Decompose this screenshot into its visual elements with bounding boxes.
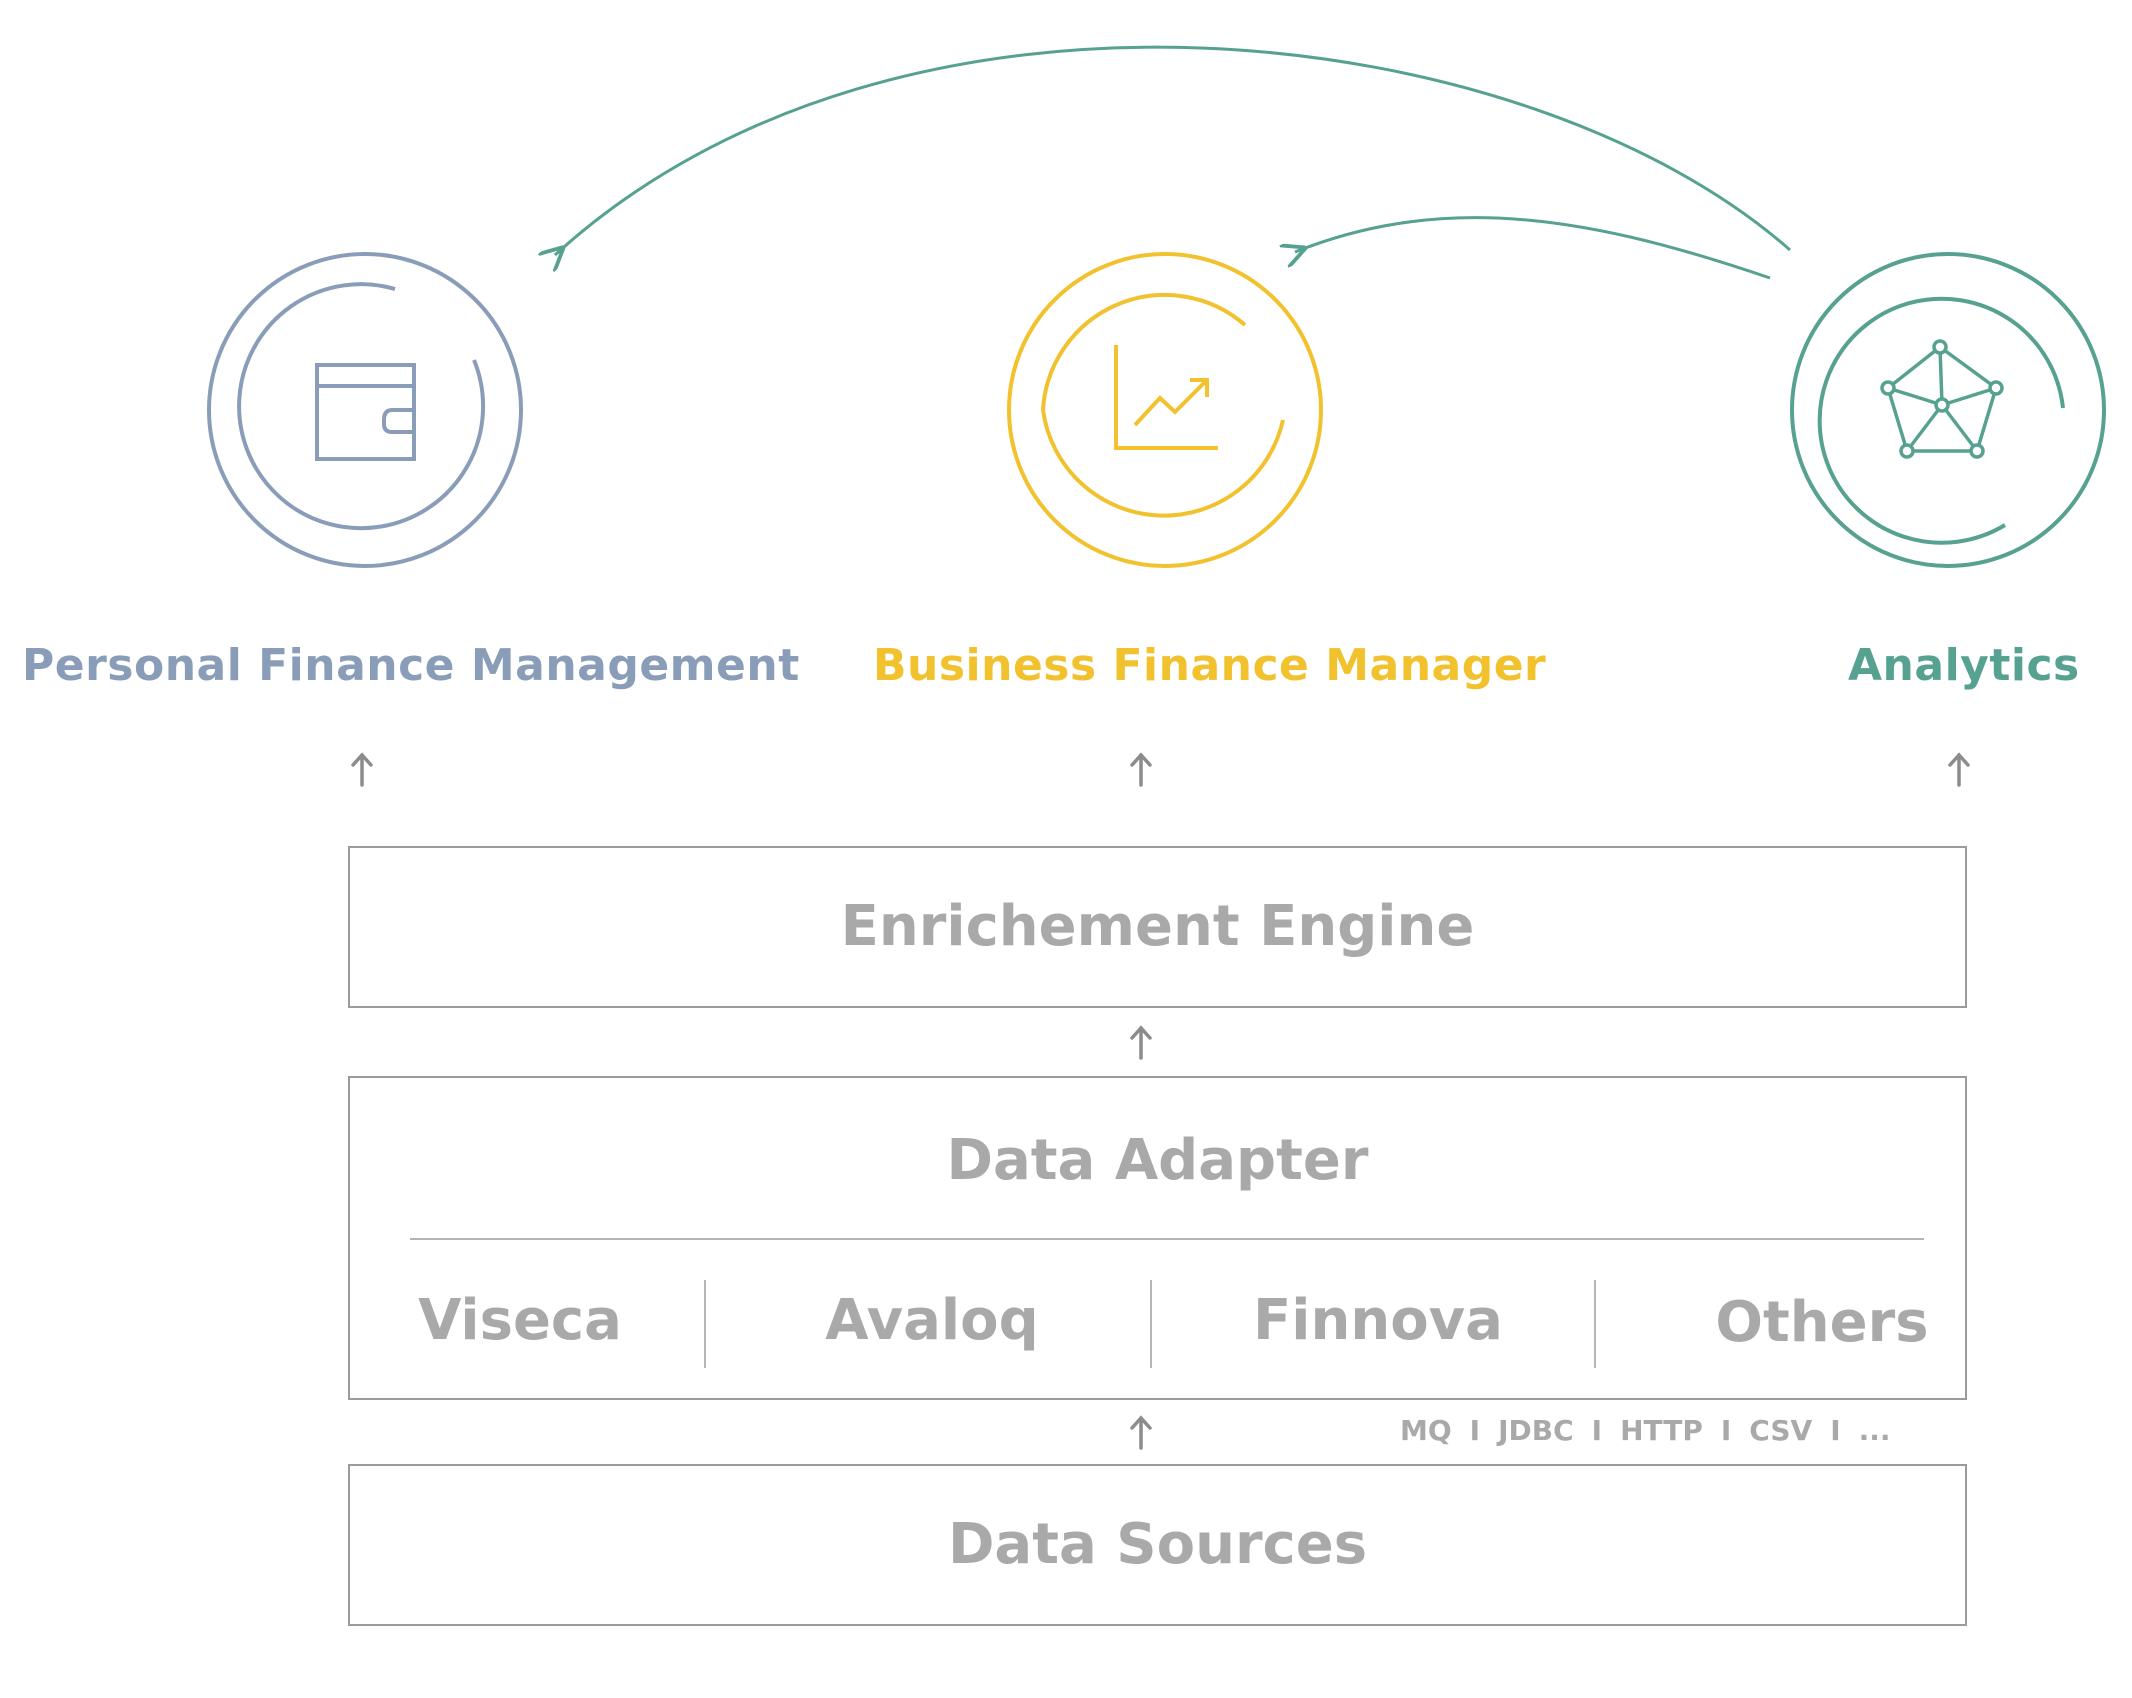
source-others: Others: [1715, 1290, 1929, 1355]
data-sources-box: Data Sources: [348, 1464, 1967, 1626]
source-viseca: Viseca: [418, 1288, 622, 1353]
bfm-circle-icon: [1007, 252, 1323, 568]
data-adapter-divider: [410, 1238, 1924, 1240]
data-adapter-box: Data Adapter Viseca Avaloq Finnova Other…: [348, 1076, 1967, 1400]
source-finnova: Finnova: [1253, 1288, 1503, 1353]
source-separator: [1150, 1280, 1152, 1368]
module-label-bfm: Business Finance Manager: [873, 640, 1547, 691]
wallet-icon: [315, 363, 416, 461]
protocol-http: HTTP: [1620, 1414, 1703, 1447]
protocol-more: ...: [1858, 1414, 1891, 1447]
protocol-jdbc: JDBC: [1498, 1414, 1574, 1447]
module-label-analytics: Analytics: [1848, 640, 2080, 691]
up-arrow-data-sources: [1130, 1415, 1152, 1450]
connector-analytics-to-pfm: [555, 45, 1791, 255]
up-arrow-enrichment: [1130, 1025, 1152, 1060]
up-arrow-pfm: [351, 752, 373, 787]
up-arrow-bfm: [1130, 752, 1152, 787]
up-arrow-analytics: [1948, 752, 1970, 787]
source-separator: [704, 1280, 706, 1368]
source-separator: [1594, 1280, 1596, 1368]
data-sources-title: Data Sources: [947, 1512, 1368, 1577]
source-avaloq: Avaloq: [825, 1288, 1039, 1353]
module-label-pfm: Personal Finance Management: [22, 640, 800, 691]
data-adapter-title: Data Adapter: [946, 1128, 1369, 1193]
line-chart-icon: [1114, 345, 1218, 450]
protocol-mq: MQ: [1400, 1414, 1452, 1447]
network-icon: [1880, 339, 2004, 459]
enrichment-engine-title: Enrichement Engine: [840, 894, 1475, 959]
protocol-csv: CSV: [1749, 1414, 1813, 1447]
analytics-circle-icon: [1790, 252, 2106, 568]
enrichment-engine-box: Enrichement Engine: [348, 846, 1967, 1008]
connector-analytics-to-bfm: [1295, 216, 1771, 280]
pfm-circle-icon: [207, 252, 523, 568]
